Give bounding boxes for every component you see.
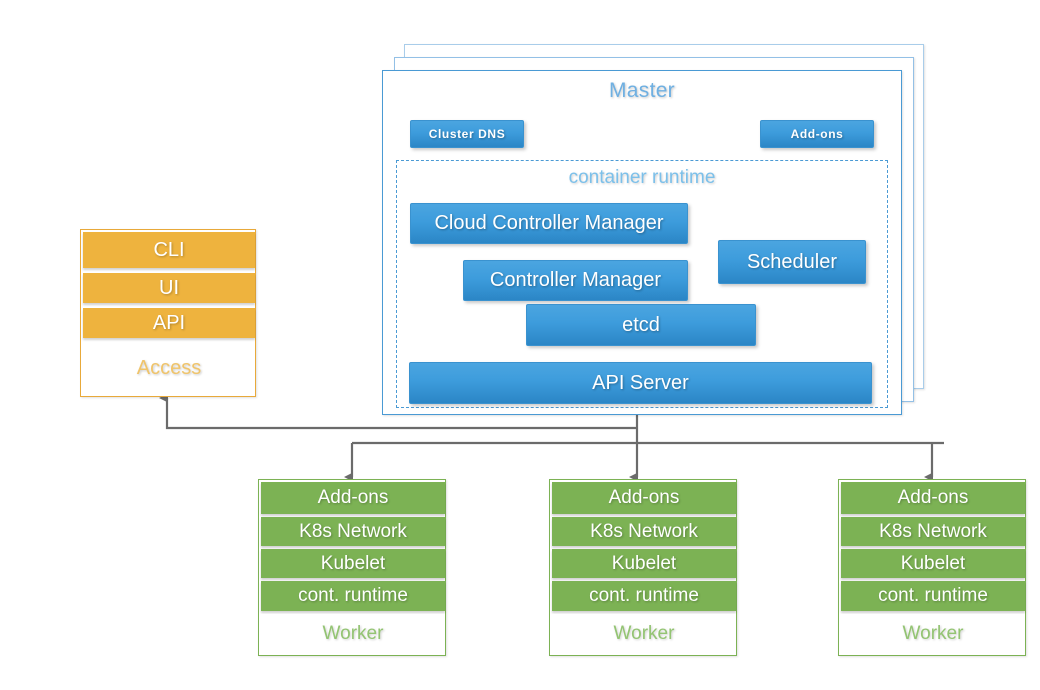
scheduler-box[interactable]: Scheduler	[718, 240, 866, 284]
controller-manager-box[interactable]: Controller Manager	[463, 260, 688, 301]
access-group-text: Access	[136, 357, 202, 379]
worker-3-kubelet-label: Kubelet	[900, 552, 966, 574]
controller-manager-label: Controller Manager	[489, 269, 662, 291]
worker-1-group-label: Worker	[261, 614, 445, 653]
worker-node-2[interactable]: Add-ons K8s Network Kubelet cont. runtim…	[549, 479, 737, 656]
worker-3-runtime-label: cont. runtime	[878, 585, 988, 606]
cluster-dns-box[interactable]: Cluster DNS	[410, 120, 524, 148]
access-row-api[interactable]: API	[83, 308, 255, 338]
etcd-label: etcd	[622, 313, 660, 336]
container-runtime-title: container runtime	[568, 167, 716, 188]
worker-3-row-addons[interactable]: Add-ons	[841, 482, 1025, 514]
worker-3-row-runtime[interactable]: cont. runtime	[841, 581, 1025, 611]
worker-2-row-runtime[interactable]: cont. runtime	[552, 581, 736, 611]
access-group-label: Access	[83, 343, 255, 394]
worker-1-kubelet-label: Kubelet	[320, 552, 386, 574]
access-ui-label: UI	[159, 276, 179, 299]
container-runtime-region: container runtime	[396, 160, 888, 408]
worker-2-runtime-label: cont. runtime	[589, 585, 699, 606]
worker-1-group-text: Worker	[322, 622, 384, 644]
api-server-box[interactable]: API Server	[409, 362, 872, 404]
worker-2-row-addons[interactable]: Add-ons	[552, 482, 736, 514]
worker-1-runtime-label: cont. runtime	[298, 585, 408, 606]
scheduler-label: Scheduler	[746, 250, 838, 273]
worker-1-row-addons[interactable]: Add-ons	[261, 482, 445, 514]
cloud-controller-manager-label: Cloud Controller Manager	[434, 212, 664, 234]
worker-2-network-label: K8s Network	[590, 520, 698, 542]
master-addons-label: Add-ons	[790, 127, 844, 141]
worker-2-group-text: Worker	[613, 622, 675, 644]
access-api-label: API	[152, 311, 186, 334]
worker-node-1[interactable]: Add-ons K8s Network Kubelet cont. runtim…	[258, 479, 446, 656]
worker-1-network-label: K8s Network	[299, 520, 407, 542]
access-row-cli[interactable]: CLI	[83, 232, 255, 268]
access-cli-label: CLI	[153, 238, 185, 261]
worker-3-network-label: K8s Network	[879, 520, 987, 542]
worker-1-row-network[interactable]: K8s Network	[261, 517, 445, 546]
master-title: Master	[609, 79, 675, 102]
etcd-box[interactable]: etcd	[526, 304, 756, 346]
worker-2-row-network[interactable]: K8s Network	[552, 517, 736, 546]
access-row-ui[interactable]: UI	[83, 273, 255, 303]
worker-3-group-text: Worker	[902, 622, 964, 644]
cluster-dns-label: Cluster DNS	[428, 127, 506, 141]
master-addons-box[interactable]: Add-ons	[760, 120, 874, 148]
worker-2-group-label: Worker	[552, 614, 736, 653]
worker-1-row-kubelet[interactable]: Kubelet	[261, 549, 445, 578]
worker-2-addons-label: Add-ons	[608, 487, 680, 508]
worker-3-row-kubelet[interactable]: Kubelet	[841, 549, 1025, 578]
worker-2-row-kubelet[interactable]: Kubelet	[552, 549, 736, 578]
worker-3-row-network[interactable]: K8s Network	[841, 517, 1025, 546]
worker-node-3[interactable]: Add-ons K8s Network Kubelet cont. runtim…	[838, 479, 1026, 656]
worker-1-row-runtime[interactable]: cont. runtime	[261, 581, 445, 611]
worker-2-kubelet-label: Kubelet	[611, 552, 677, 574]
access-group[interactable]: CLI UI API Access	[80, 229, 256, 397]
cloud-controller-manager-box[interactable]: Cloud Controller Manager	[410, 203, 688, 244]
worker-3-addons-label: Add-ons	[897, 487, 969, 508]
worker-1-addons-label: Add-ons	[317, 487, 389, 508]
worker-3-group-label: Worker	[841, 614, 1025, 653]
api-server-label: API Server	[592, 371, 689, 394]
